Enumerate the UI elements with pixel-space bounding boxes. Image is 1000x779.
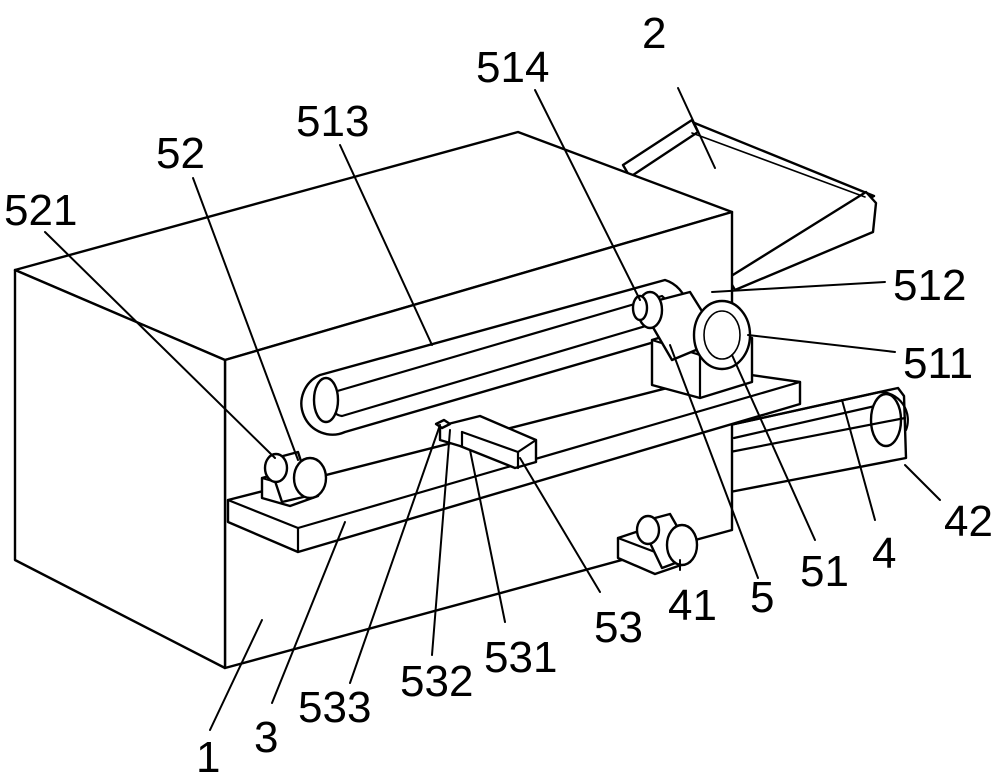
label-4: 4: [872, 529, 896, 578]
label-511: 511: [903, 339, 973, 388]
label-5: 5: [750, 573, 774, 622]
lower-conveyor: [728, 386, 909, 494]
label-2: 2: [642, 9, 666, 58]
label-41: 41: [668, 581, 717, 630]
label-52: 52: [156, 129, 205, 178]
label-51: 51: [800, 547, 849, 596]
label-3: 3: [254, 713, 278, 762]
label-514: 514: [476, 43, 549, 92]
label-521: 521: [4, 186, 77, 235]
label-42: 42: [944, 497, 993, 546]
motor-52: [260, 450, 328, 508]
label-533: 533: [298, 683, 371, 732]
label-512: 512: [893, 261, 966, 310]
label-53: 53: [594, 603, 643, 652]
label-531: 531: [484, 633, 557, 682]
label-1: 1: [196, 733, 220, 779]
motor-51: [631, 290, 752, 371]
label-532: 532: [400, 657, 473, 706]
motor-41: [616, 512, 699, 576]
label-513: 513: [296, 97, 369, 146]
leader-lines: [44, 87, 941, 731]
reference-numerals: 2 514 513 52 521 512 511 42 51 4 5 41 53…: [4, 9, 993, 779]
